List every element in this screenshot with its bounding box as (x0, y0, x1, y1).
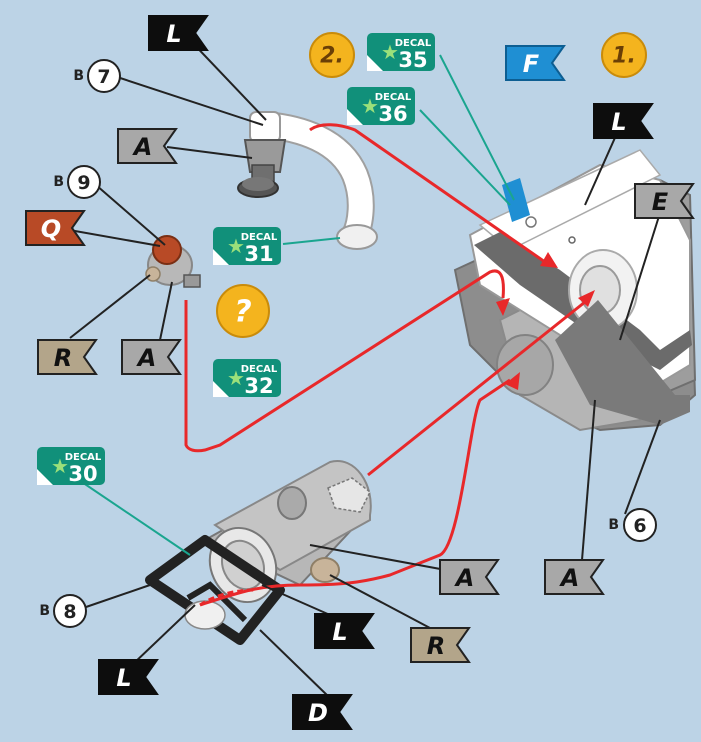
flag-Q: Q (25, 210, 86, 246)
route-arrowheads (496, 252, 595, 390)
flag-A-mid: A (121, 339, 182, 375)
decal-badge-35: ★ DECAL 35 (367, 33, 435, 72)
svg-text:32: 32 (244, 374, 273, 398)
route-knob-down (184, 269, 505, 453)
route-cylinder-to-hub (367, 296, 591, 477)
svg-text:A: A (132, 133, 153, 161)
star-icon: ★ (381, 40, 399, 64)
svg-text:7: 7 (97, 66, 110, 88)
svg-text:DECAL: DECAL (65, 452, 102, 463)
star-icon: ★ (361, 94, 379, 118)
svg-text:DECAL: DECAL (241, 232, 278, 243)
decal-badge-32: ★ DECAL 32 (213, 359, 281, 398)
svg-text:1.: 1. (612, 44, 636, 69)
decal-badge-30: ★ DECAL 30 (37, 447, 105, 486)
svg-text:6: 6 (633, 515, 646, 537)
flag-L-bottom-mid: L (314, 613, 375, 649)
flag-R-left: R (37, 339, 98, 375)
flag-R-bottom: R (410, 627, 471, 663)
star-icon: ★ (51, 454, 69, 478)
part-callout-8: B 8 (39, 594, 87, 628)
svg-text:L: L (332, 618, 347, 646)
svg-text:F: F (523, 50, 540, 78)
flag-L-top: L (148, 15, 209, 51)
svg-text:R: R (427, 632, 445, 660)
svg-text:A: A (454, 564, 475, 592)
svg-text:9: 9 (77, 172, 90, 194)
decal-badge-31: ★ DECAL 31 (213, 227, 281, 266)
knob-part (145, 235, 201, 288)
step-badge-1: 1. (601, 32, 647, 78)
svg-text:L: L (611, 108, 626, 136)
star-icon: ★ (227, 234, 245, 258)
svg-text:R: R (54, 344, 72, 372)
exhaust-pipe (249, 111, 378, 250)
svg-text:B: B (39, 603, 50, 619)
flag-A-bottom-mid: A (439, 559, 500, 595)
svg-text:DECAL: DECAL (241, 364, 278, 375)
svg-text:35: 35 (398, 48, 427, 72)
cylinder-part (145, 459, 372, 645)
part-callout-6: B 6 (608, 508, 657, 542)
svg-text:?: ? (234, 295, 251, 330)
flag-A-left: A (117, 128, 178, 164)
part-callout-9: B 9 (53, 165, 101, 199)
svg-text:31: 31 (244, 242, 273, 266)
part-callout-7: B 7 (73, 59, 121, 93)
svg-text:30: 30 (68, 462, 97, 486)
star-icon: ★ (227, 366, 245, 390)
svg-text:36: 36 (378, 102, 407, 126)
svg-text:A: A (559, 564, 580, 592)
route-pipe-to-hub (309, 123, 546, 264)
svg-text:DECAL: DECAL (375, 92, 412, 103)
svg-text:Q: Q (41, 215, 61, 243)
route-cylinder-bottom (199, 378, 511, 607)
svg-text:D: D (308, 699, 328, 727)
svg-text:E: E (652, 188, 669, 216)
decal-badge-36: ★ DECAL 36 (347, 87, 415, 126)
flag-L-right: L (593, 103, 654, 139)
flag-F: F (505, 45, 566, 81)
flag-D: D (292, 694, 353, 730)
svg-text:L: L (166, 20, 181, 48)
svg-text:A: A (136, 344, 157, 372)
question-badge: ? (216, 284, 270, 338)
svg-text:B: B (73, 68, 84, 84)
svg-text:B: B (53, 174, 64, 190)
svg-text:L: L (116, 664, 131, 692)
bracket-part (237, 139, 287, 198)
svg-text:B: B (608, 517, 619, 533)
svg-text:2.: 2. (320, 44, 344, 69)
routing-lines (184, 123, 591, 607)
svg-text:DECAL: DECAL (395, 38, 432, 49)
svg-text:8: 8 (63, 601, 76, 623)
step-badge-2: 2. (309, 32, 355, 78)
decal-leaders (69, 54, 515, 556)
flag-A-bottom-right: A (544, 559, 605, 595)
flag-L-bottom-left: L (98, 659, 159, 695)
flag-E: E (634, 183, 695, 219)
